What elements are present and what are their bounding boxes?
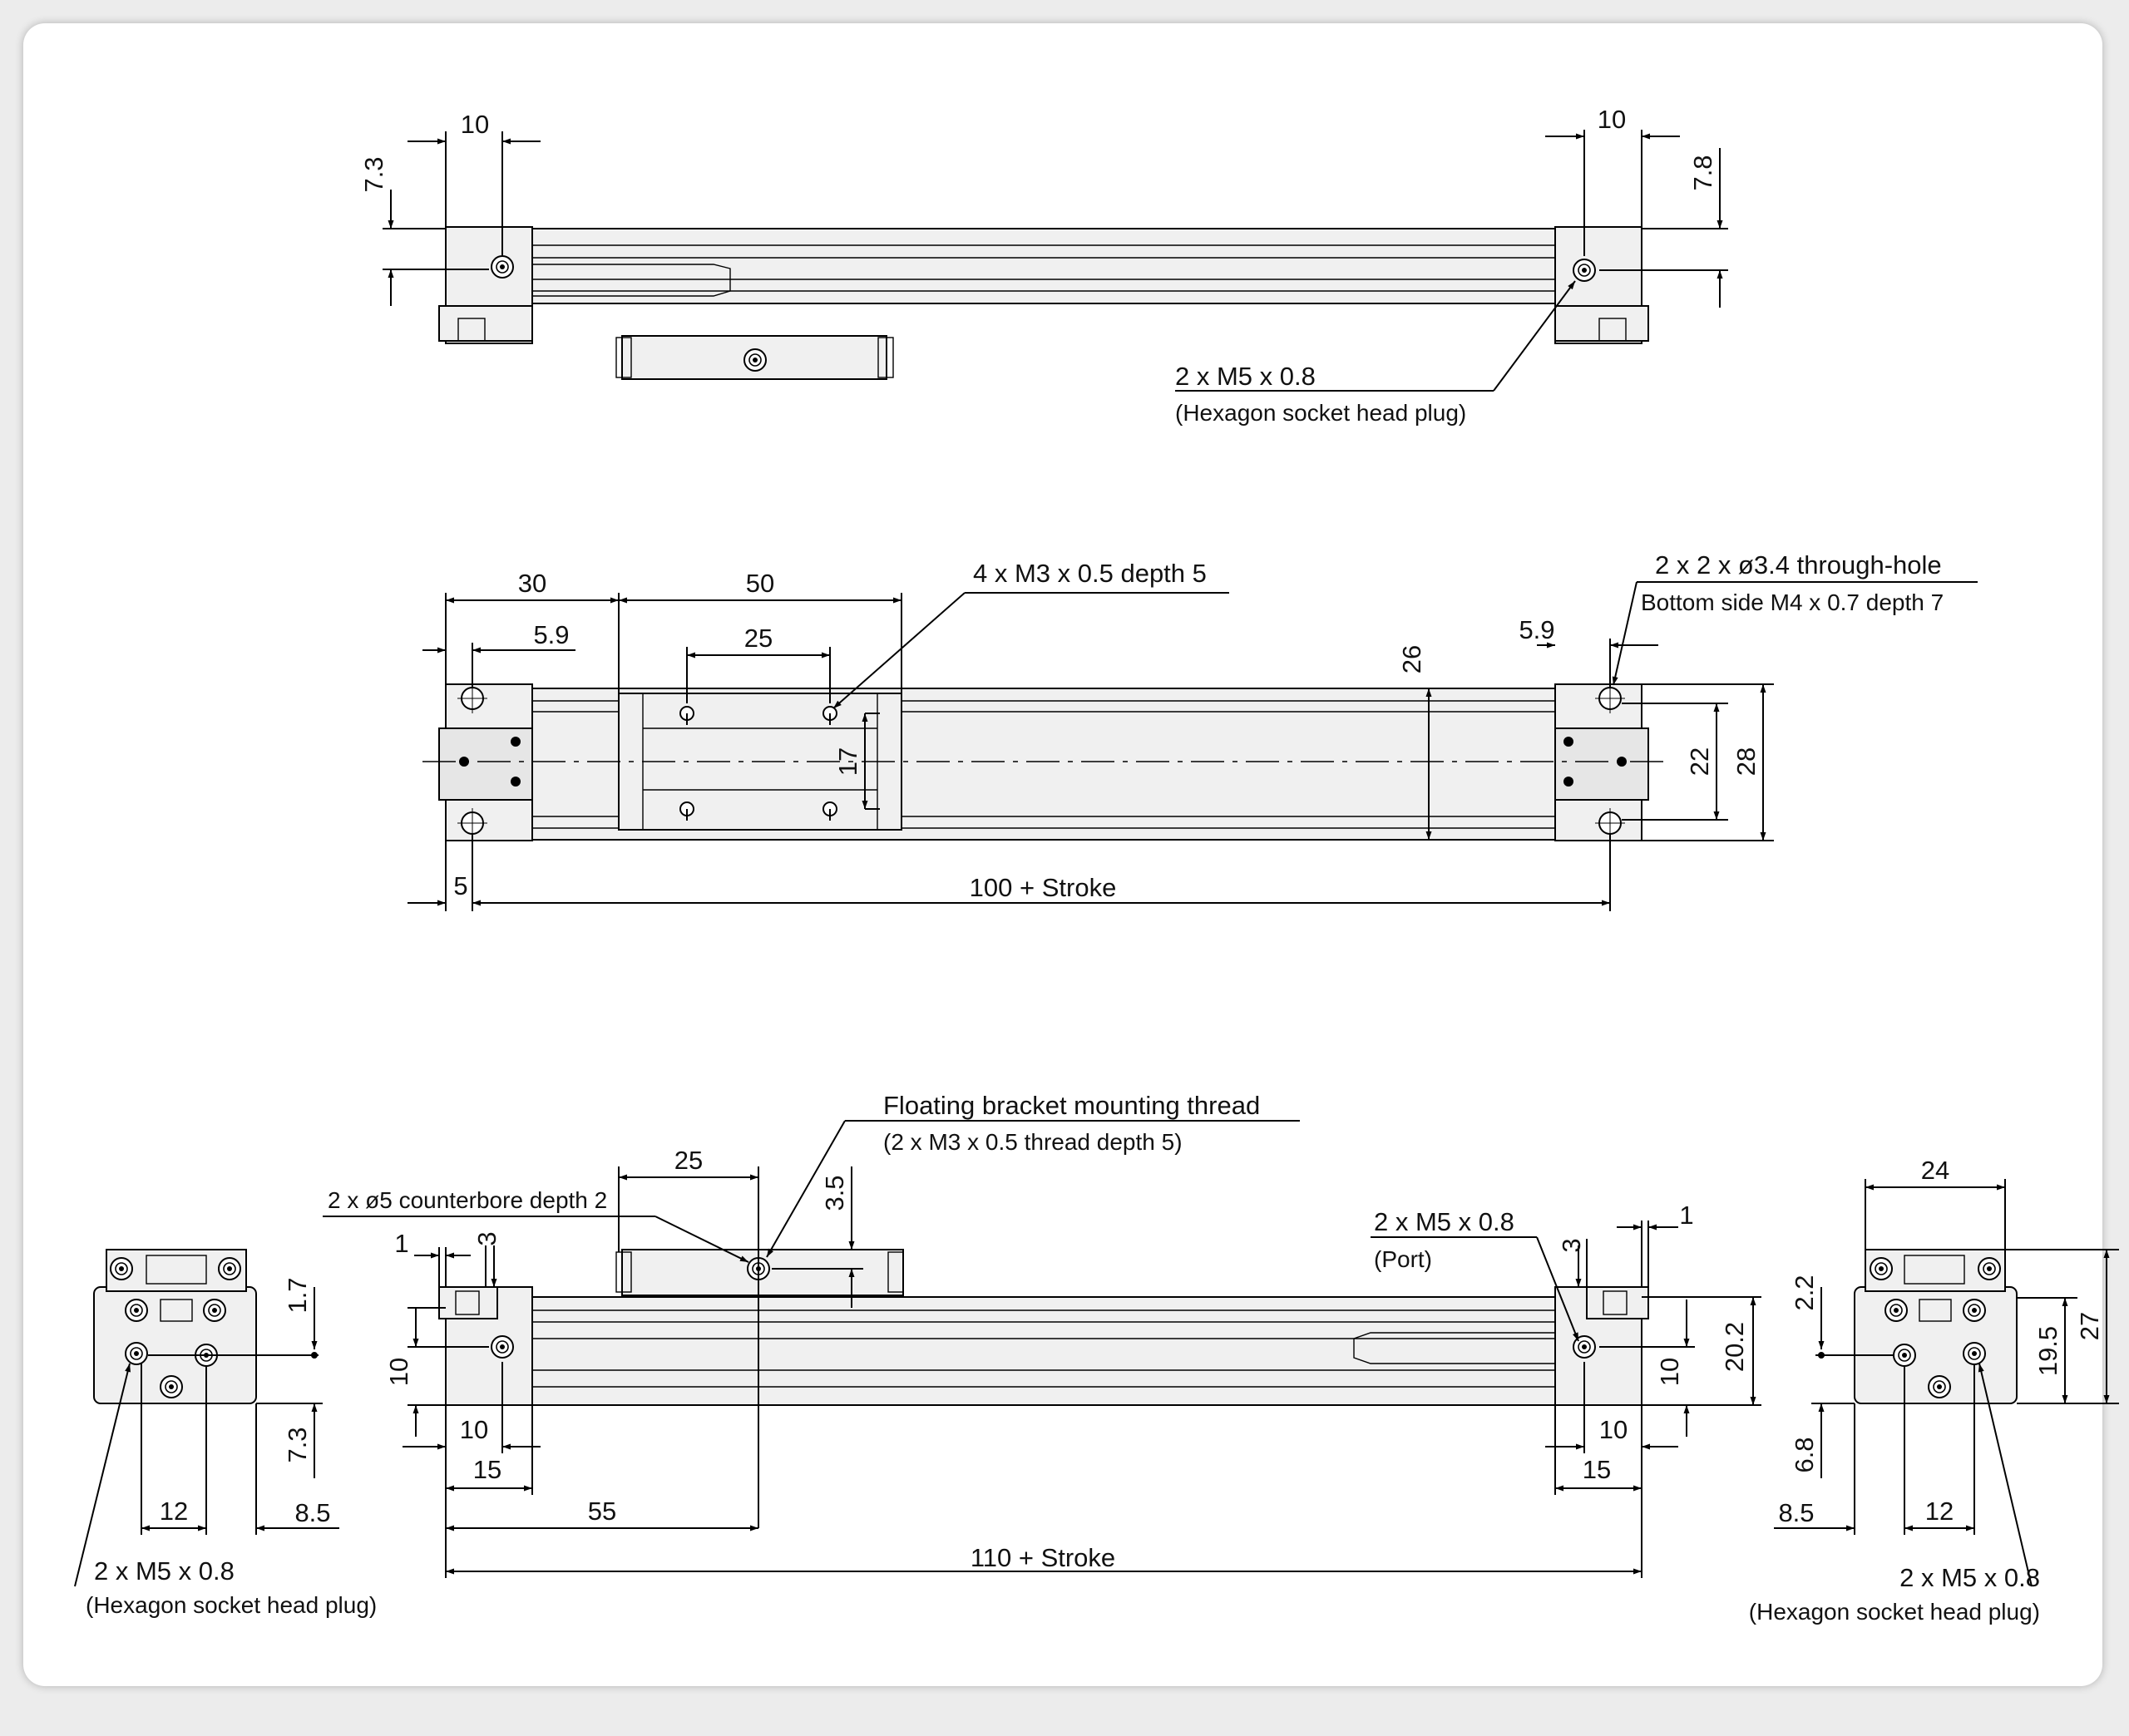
technical-drawing: 10 7.3 10 7.8 2 x M5 x 0.8 (Hexagon sock… [74, 105, 2119, 1625]
dim-front-10-right: 10 [1599, 1415, 1628, 1444]
callout-m3-holes: 4 x M3 x 0.5 depth 5 [973, 559, 1207, 588]
dim-27: 27 [2075, 1312, 2104, 1340]
dim-left-12: 12 [160, 1497, 188, 1526]
left-callout-line1: 2 x M5 x 0.8 [94, 1556, 235, 1586]
dim-right-12: 12 [1925, 1497, 1954, 1526]
dim-front-1-right: 1 [1679, 1201, 1693, 1230]
dim-100-stroke: 100 + Stroke [970, 873, 1117, 902]
left-callout-line2: (Hexagon socket head plug) [86, 1592, 377, 1618]
callout-float-line1: Floating bracket mounting thread [883, 1091, 1260, 1120]
dim-front-1-left: 1 [394, 1229, 408, 1258]
dim-5: 5 [453, 871, 467, 900]
dim-front-15-left: 15 [473, 1455, 501, 1484]
front-view: 25 3.5 Floating bracket mounting thread … [323, 1091, 1761, 1578]
dim-left-pitch: 10 [461, 110, 489, 139]
dim-2.2: 2.2 [1790, 1275, 1819, 1310]
dim-left-8.5: 8.5 [294, 1498, 330, 1527]
top-view: 10 7.3 10 7.8 2 x M5 x 0.8 (Hexagon sock… [359, 105, 1728, 426]
dim-55: 55 [588, 1497, 616, 1526]
dim-1.7: 1.7 [283, 1277, 312, 1313]
dim-5.9-right: 5.9 [1519, 615, 1554, 644]
dim-front-3-left: 3 [472, 1231, 501, 1245]
dim-7.3: 7.3 [283, 1427, 312, 1462]
left-end-view: 1.7 7.3 12 8.5 2 x M5 x 0.8 (Hexagon soc… [74, 1249, 377, 1618]
right-callout-line2: (Hexagon socket head plug) [1749, 1599, 2040, 1625]
dim-front-15-right: 15 [1583, 1455, 1611, 1484]
dim-6.8: 6.8 [1790, 1437, 1819, 1472]
dim-right-8.5: 8.5 [1778, 1498, 1814, 1527]
dim-50: 50 [746, 569, 774, 598]
dim-110-stroke: 110 + Stroke [971, 1543, 1115, 1572]
callout-float-line2: (2 x M3 x 0.5 thread depth 5) [883, 1129, 1183, 1155]
callout-port-line2: (Port) [1374, 1246, 1432, 1272]
dim-front-10-left: 10 [460, 1415, 488, 1444]
dim-30: 30 [518, 569, 546, 598]
dim-20.2: 20.2 [1720, 1322, 1749, 1372]
left-plug-icon [491, 255, 514, 279]
dim-right-height: 7.8 [1688, 155, 1717, 190]
right-plug-icon [1573, 259, 1596, 282]
dim-front-10-vert: 10 [384, 1358, 413, 1386]
dim-22: 22 [1685, 747, 1714, 776]
dim-front-10-right-vert: 10 [1655, 1358, 1684, 1386]
dim-left-height: 7.3 [359, 156, 388, 192]
cylinder-tube [531, 228, 1556, 304]
plan-view: 30 50 5.9 25 17 4 x M3 x 0.5 depth 5 26 … [408, 550, 1978, 911]
right-callout-line1: 2 x M5 x 0.8 [1899, 1563, 2040, 1592]
top-callout-line2: (Hexagon socket head plug) [1175, 400, 1466, 426]
dim-5.9-left: 5.9 [533, 620, 569, 649]
dim-28: 28 [1731, 747, 1761, 776]
top-callout-line1: 2 x M5 x 0.8 [1175, 362, 1316, 391]
drawing-card: 10 7.3 10 7.8 2 x M5 x 0.8 (Hexagon sock… [23, 23, 2119, 1686]
dim-right-pitch: 10 [1598, 105, 1626, 134]
dim-17: 17 [833, 747, 862, 776]
dim-3.5: 3.5 [820, 1175, 849, 1211]
callout-port-line1: 2 x M5 x 0.8 [1374, 1207, 1514, 1236]
callout-counterbore: 2 x ø5 counterbore depth 2 [328, 1187, 607, 1213]
dim-front-3-right: 3 [1557, 1238, 1586, 1252]
callout-through-line2: Bottom side M4 x 0.7 depth 7 [1641, 589, 1944, 615]
dim-front-25: 25 [674, 1146, 703, 1175]
callout-through-line1: 2 x 2 x ø3.4 through-hole [1655, 550, 1942, 579]
dim-26: 26 [1397, 645, 1426, 673]
dim-19.5: 19.5 [2033, 1326, 2062, 1376]
dim-25: 25 [744, 624, 773, 653]
front-tube [531, 1296, 1556, 1406]
dim-24: 24 [1921, 1156, 1949, 1185]
right-end-view: 24 27 19.5 2.2 6.8 8.5 12 2 x M5 x 0.8 (… [1749, 1156, 2119, 1625]
